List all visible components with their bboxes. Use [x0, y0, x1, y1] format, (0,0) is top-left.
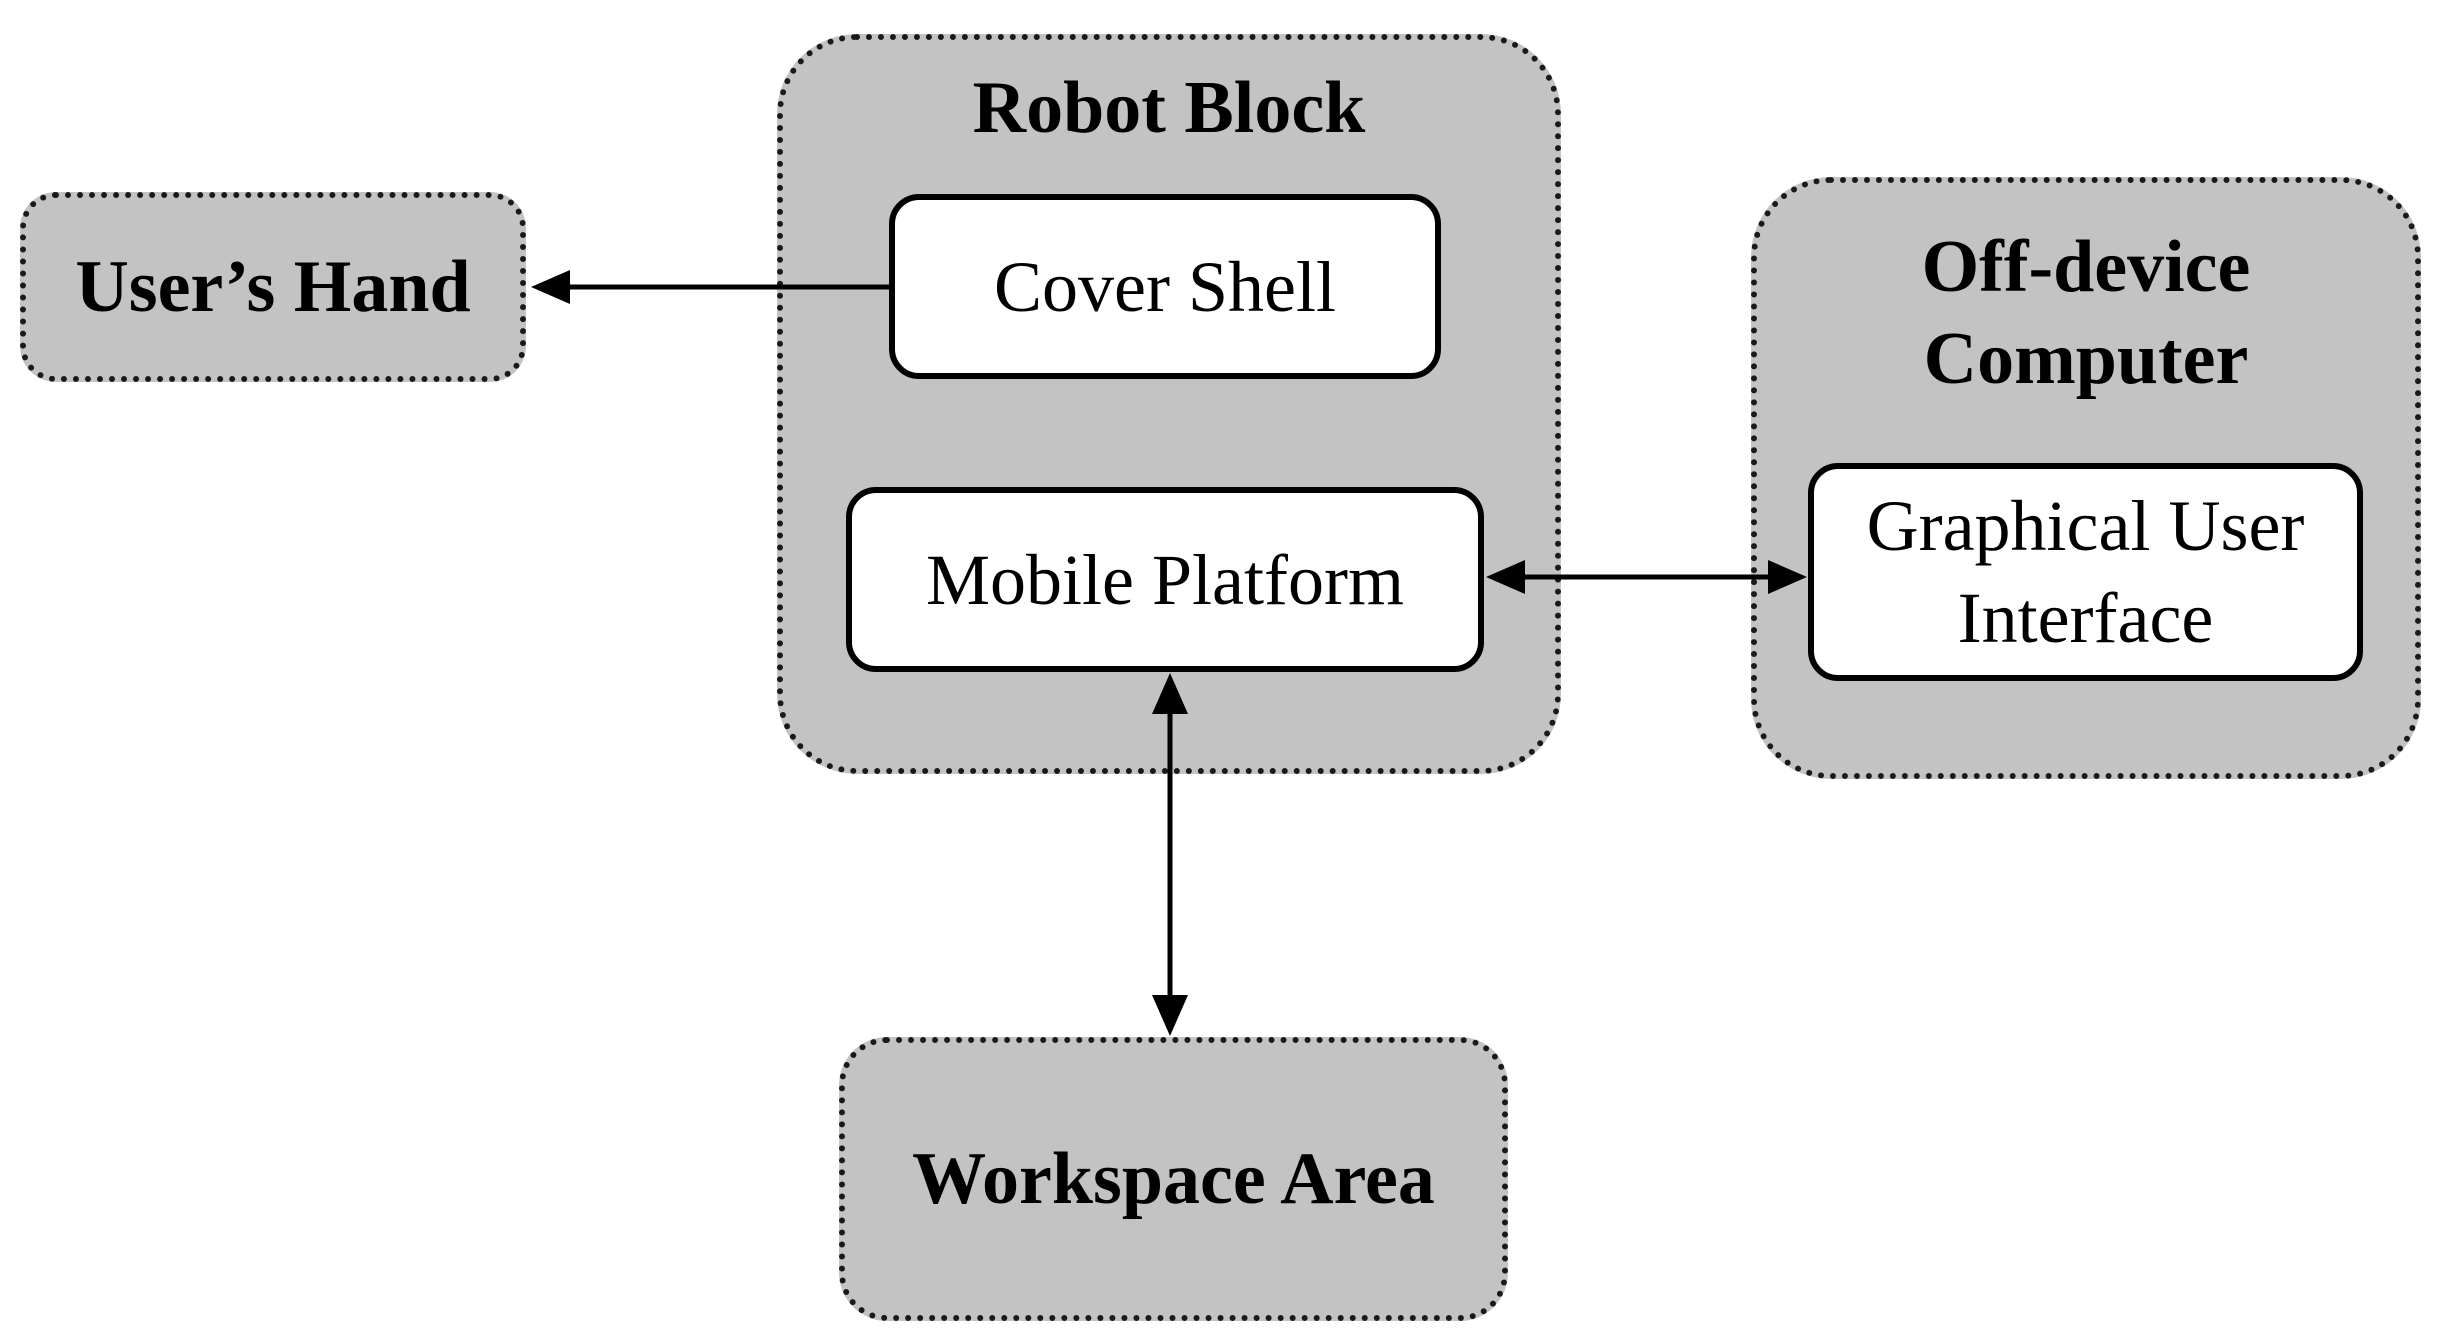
graphical-user-interface-block: Graphical User Interface [1808, 463, 2363, 681]
cover-shell-block: Cover Shell [889, 194, 1441, 379]
workspace-area-arrowhead [1152, 995, 1188, 1036]
users-hand-box: User’s Hand [20, 192, 526, 382]
workspace-area-label: Workspace Area [912, 1137, 1435, 1220]
users-hand-label: User’s Hand [75, 245, 471, 328]
robot-block-title: Robot Block [972, 67, 1366, 149]
gui-label-line2: Interface [1957, 578, 2214, 658]
cover-shell-label: Cover Shell [994, 246, 1336, 327]
mobile-platform-side-arrowhead [1486, 560, 1525, 594]
mobile-platform-block: Mobile Platform [846, 487, 1484, 672]
workspace-area-box: Workspace Area [839, 1037, 1508, 1321]
off-device-computer-title: Off-device Computer [1757, 221, 2415, 405]
gui-label-line1: Graphical User [1866, 486, 2305, 566]
users-hand-arrowhead [531, 270, 570, 304]
gui-label: Graphical User Interface [1867, 480, 2305, 664]
off-device-computer-title-line2: Computer [1923, 318, 2249, 400]
mobile-platform-bottom-arrowhead [1152, 673, 1188, 714]
gui-side-arrowhead [1768, 560, 1807, 594]
mobile-platform-label: Mobile Platform [926, 539, 1404, 620]
off-device-computer-title-line1: Off-device [1921, 226, 2251, 308]
